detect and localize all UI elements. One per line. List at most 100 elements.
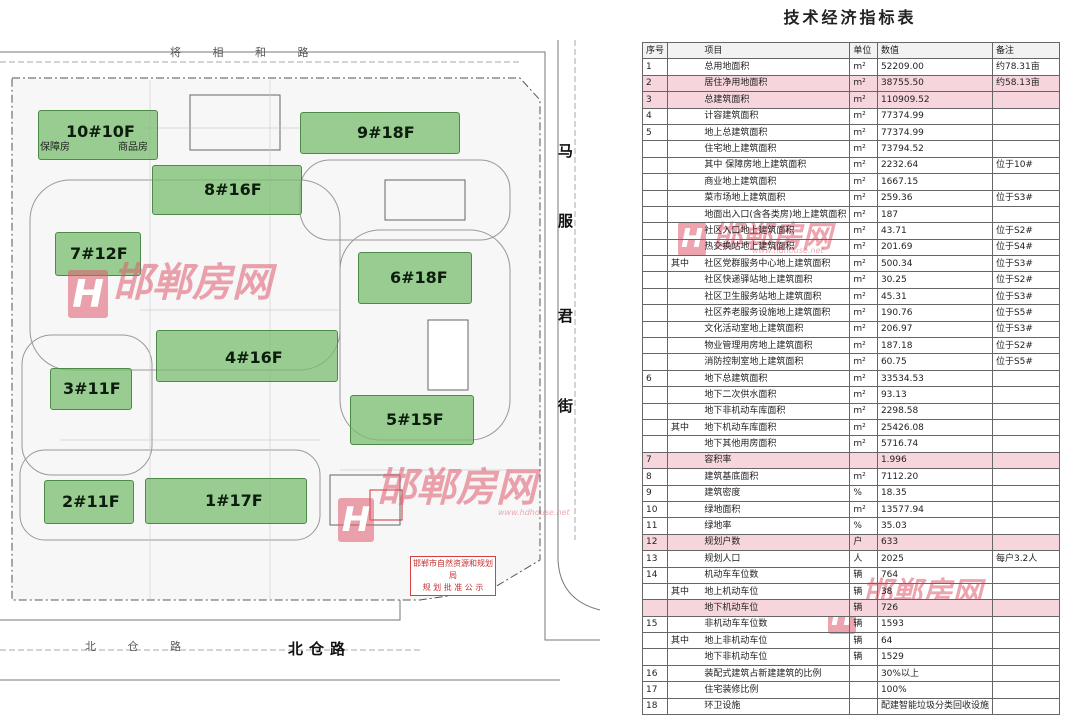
watermark-logo-icon: H <box>68 270 108 318</box>
cell-note: 位于S3# <box>991 287 1061 306</box>
cell-no <box>641 238 669 257</box>
cell-value: 43.71 <box>876 222 993 240</box>
cell-item: 容积率 <box>701 451 851 470</box>
road-east-char-3: 君 <box>558 307 574 325</box>
cell-group <box>667 91 702 109</box>
cell-note <box>991 140 1061 158</box>
road-south-label: 北仓路 <box>288 640 352 658</box>
cell-note <box>991 435 1061 453</box>
cell-note: 位于S2# <box>991 337 1061 355</box>
building-1 <box>145 478 307 524</box>
cell-item: 绿地面积 <box>701 500 851 519</box>
cell-unit <box>849 664 878 683</box>
cell-group <box>667 517 702 535</box>
road-edge <box>0 51 600 641</box>
cell-group <box>667 451 702 470</box>
cell-note: 位于S3# <box>991 255 1061 273</box>
cell-value: 7112.20 <box>876 468 993 486</box>
cell-no: 17 <box>641 681 669 699</box>
cell-unit: m² <box>849 205 878 224</box>
cell-group <box>667 271 702 289</box>
cell-unit: m² <box>849 91 878 109</box>
cell-no <box>641 255 669 273</box>
cell-no: 1 <box>641 58 669 76</box>
cell-value: 30%以上 <box>876 664 993 683</box>
cell-unit <box>849 697 878 716</box>
cell-note <box>991 418 1061 437</box>
cell-group <box>667 664 702 683</box>
cell-unit: m² <box>849 271 878 289</box>
cell-item: 社区快递驿站地上建筑面积 <box>701 271 851 289</box>
cell-note <box>991 599 1061 617</box>
road-east-char-2: 服 <box>558 212 574 230</box>
cell-unit: m² <box>849 402 878 420</box>
cell-unit <box>849 681 878 699</box>
building-4 <box>156 330 338 382</box>
cell-group <box>667 681 702 699</box>
cell-unit: 人 <box>849 550 878 568</box>
cell-group <box>667 484 702 502</box>
cell-no: 11 <box>641 517 669 535</box>
cell-item: 规划户数 <box>701 533 851 552</box>
building-3-label: 3#11F <box>63 379 121 398</box>
cell-group <box>667 205 702 224</box>
cell-value: 187.18 <box>876 337 993 355</box>
cell-note: 约78.31亩 <box>991 58 1061 76</box>
cell-group <box>667 222 702 240</box>
cell-value: 764 <box>876 566 993 584</box>
cell-group <box>667 337 702 355</box>
watermark-url-2: www.hdhouse.net <box>498 508 570 517</box>
cell-no <box>641 337 669 355</box>
cell-item: 地上总建筑面积 <box>701 123 851 142</box>
cell-note: 约58.13亩 <box>991 74 1061 93</box>
cell-no <box>641 386 669 404</box>
cell-unit: 辆 <box>849 648 878 666</box>
cell-no: 2 <box>641 74 669 93</box>
cell-group <box>667 320 702 339</box>
cell-note <box>991 107 1061 125</box>
planning-notice-line-2: 规 划 批 准 公 示 <box>422 583 484 592</box>
cell-note <box>991 582 1061 601</box>
cell-value: 190.76 <box>876 304 993 322</box>
cell-value: 2025 <box>876 550 993 568</box>
cell-no <box>641 353 669 371</box>
cell-no <box>641 271 669 289</box>
cell-note <box>991 402 1061 420</box>
cell-note <box>991 632 1061 650</box>
cell-note: 位于S5# <box>991 304 1061 322</box>
building-8-label: 8#16F <box>204 180 262 199</box>
cell-value: 187 <box>876 205 993 224</box>
cell-item: 地下非机动车库面积 <box>701 402 851 420</box>
building-2 <box>44 480 134 524</box>
building-6-label: 6#18F <box>390 268 448 287</box>
cell-value: 18.35 <box>876 484 993 502</box>
cell-group: 其中 <box>667 582 702 601</box>
cell-item: 文化活动室地上建筑面积 <box>701 320 851 339</box>
cell-no <box>641 189 669 207</box>
cell-value: 2232.64 <box>876 156 993 175</box>
cell-note <box>991 664 1061 683</box>
cell-item: 地面出入口(含各类房)地上建筑面积 <box>701 205 851 224</box>
cell-note: 每户3.2人 <box>991 550 1061 568</box>
cell-no <box>641 418 669 437</box>
cell-group <box>667 173 702 191</box>
cell-note: 位于S5# <box>991 353 1061 371</box>
building-3 <box>50 368 132 410</box>
cell-item: 机动车车位数 <box>701 566 851 584</box>
cell-item: 社区卫生服务站地上建筑面积 <box>701 287 851 306</box>
cell-note <box>991 123 1061 142</box>
cell-item: 建筑基底面积 <box>701 468 851 486</box>
cell-unit: % <box>849 484 878 502</box>
